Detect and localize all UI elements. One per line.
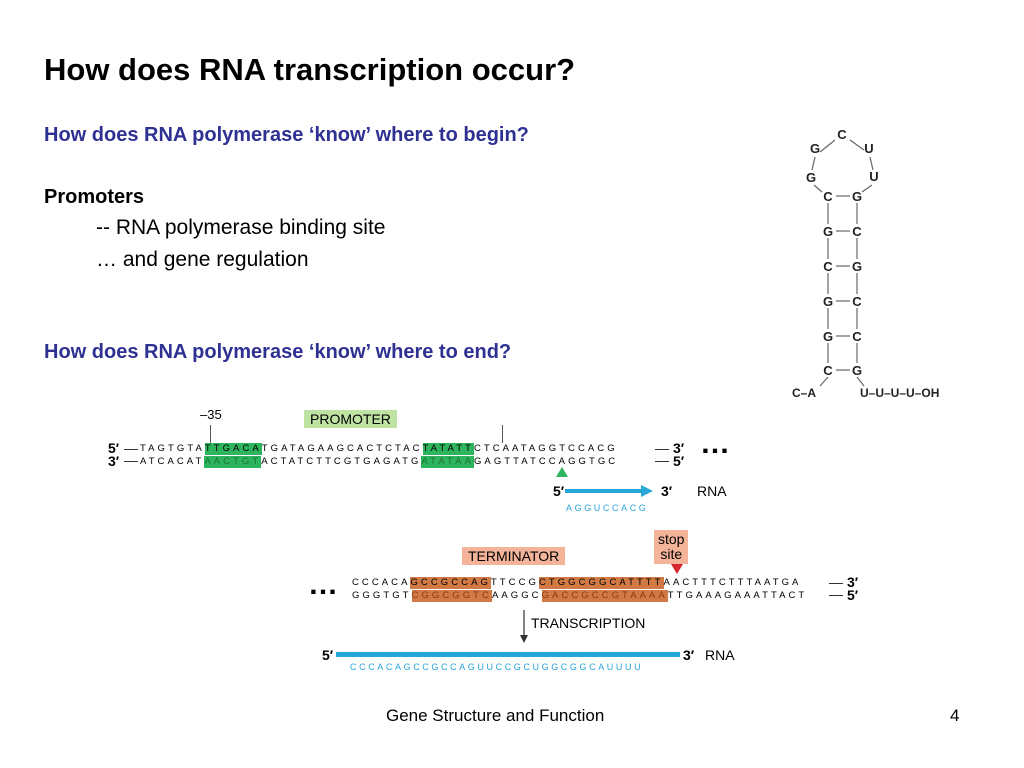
hairpin-tail-3prime: U–U–U–U–OH [860, 386, 939, 400]
stem-base-left: C [823, 259, 833, 274]
rna-label: RNA [697, 483, 727, 499]
loop-base: U [864, 141, 873, 156]
promoter-bottom-strand: ATCACATAACTGTACTATCTTCGTGAGATGATATAAGAGT… [140, 456, 619, 468]
rna-label: RNA [705, 647, 735, 663]
bullet-gene-regulation: … and gene regulation [96, 248, 309, 271]
bullet-binding-site: -- RNA polymerase binding site [96, 216, 386, 239]
transcription-arrow [520, 610, 528, 643]
start-site-tick [502, 425, 503, 443]
stem-base-right: G [852, 363, 862, 378]
promoter-figure: –35 PROMOTER 5′ 3′ TAGTGTATTGACATGATAGAA… [100, 405, 740, 525]
transcription-start-arrow [556, 467, 653, 497]
stem-base-left: C [823, 189, 833, 204]
slide-title: How does RNA transcription occur? [44, 52, 576, 87]
top-strand-3prime: 3′ [847, 574, 859, 590]
stop-site-marker [671, 564, 683, 574]
stem-base-left: G [823, 294, 833, 309]
rna-5prime: 5′ [553, 483, 565, 499]
terminator-label: TERMINATOR [462, 547, 566, 565]
transcription-label: TRANSCRIPTION [531, 615, 646, 631]
question-begin: How does RNA polymerase ‘know’ where to … [44, 124, 529, 146]
continuation-dots: … [308, 568, 339, 601]
strand-line [124, 449, 138, 450]
strand-line [829, 595, 843, 596]
continuation-dots: … [700, 427, 731, 460]
bottom-strand-5prime: 5′ [847, 587, 859, 603]
bottom-strand-5prime: 5′ [673, 453, 685, 469]
stem-base-left: C [823, 363, 833, 378]
strand-line [124, 461, 138, 462]
rna-hairpin-diagram: C G U G U C G C G G C G C G C C G C–A U–… [792, 127, 939, 400]
stem-base-left: G [823, 224, 833, 239]
terminator-figure: TERMINATOR stop site … CCCACAGCCGCCAGTTC… [300, 530, 880, 672]
stem-base-right: C [852, 294, 862, 309]
loop-base: U [869, 169, 878, 184]
terminator-top-strand: CCCACAGCCGCCAGTTCCGCTGGCGGCATTTTAACTTTCT… [352, 577, 802, 589]
terminator-bottom-strand: GGGTGTCGGCGGTCAAGGCGACCGCCGTAAAATTGAAAGA… [352, 590, 808, 602]
loop-base: G [810, 141, 820, 156]
loop-base: G [806, 170, 816, 185]
strand-line [655, 449, 669, 450]
rna-3prime: 3′ [683, 647, 695, 663]
stem-base-right: C [852, 329, 862, 344]
top-strand-3prime: 3′ [673, 440, 685, 456]
strand-line [655, 461, 669, 462]
rna-5prime: 5′ [322, 647, 334, 663]
slide-footer: Gene Structure and Function [386, 706, 605, 725]
minus35-label: –35 [200, 407, 222, 422]
top-strand-5prime: 5′ [108, 440, 120, 456]
promoter-label: PROMOTER [304, 410, 397, 428]
loop-base: C [837, 127, 847, 142]
minus35-tick [210, 425, 211, 443]
stem-base-right: G [852, 189, 862, 204]
promoter-rna-sequence: AGGUCCACG [566, 503, 649, 513]
strand-line [829, 583, 843, 584]
rna-3prime: 3′ [661, 483, 673, 499]
stem-base-right: G [852, 259, 862, 274]
hairpin-tail-5prime: C–A [792, 386, 816, 400]
stop-site-label: stop site [654, 530, 689, 564]
bottom-strand-3prime: 3′ [108, 453, 120, 469]
stem-base-right: C [852, 224, 862, 239]
terminator-rna-sequence: CCCACAGCCGCCAGUUCCGCUGGCGGCAUUUU [350, 662, 644, 672]
promoters-heading: Promoters [44, 186, 145, 208]
stem-base-left: G [823, 329, 833, 344]
terminator-rna-bar [336, 652, 680, 657]
page-number: 4 [950, 706, 960, 725]
promoter-top-strand: TAGTGTATTGACATGATAGAAGCACTCTACTATATTCTCA… [140, 443, 618, 455]
question-end: How does RNA polymerase ‘know’ where to … [44, 341, 512, 363]
